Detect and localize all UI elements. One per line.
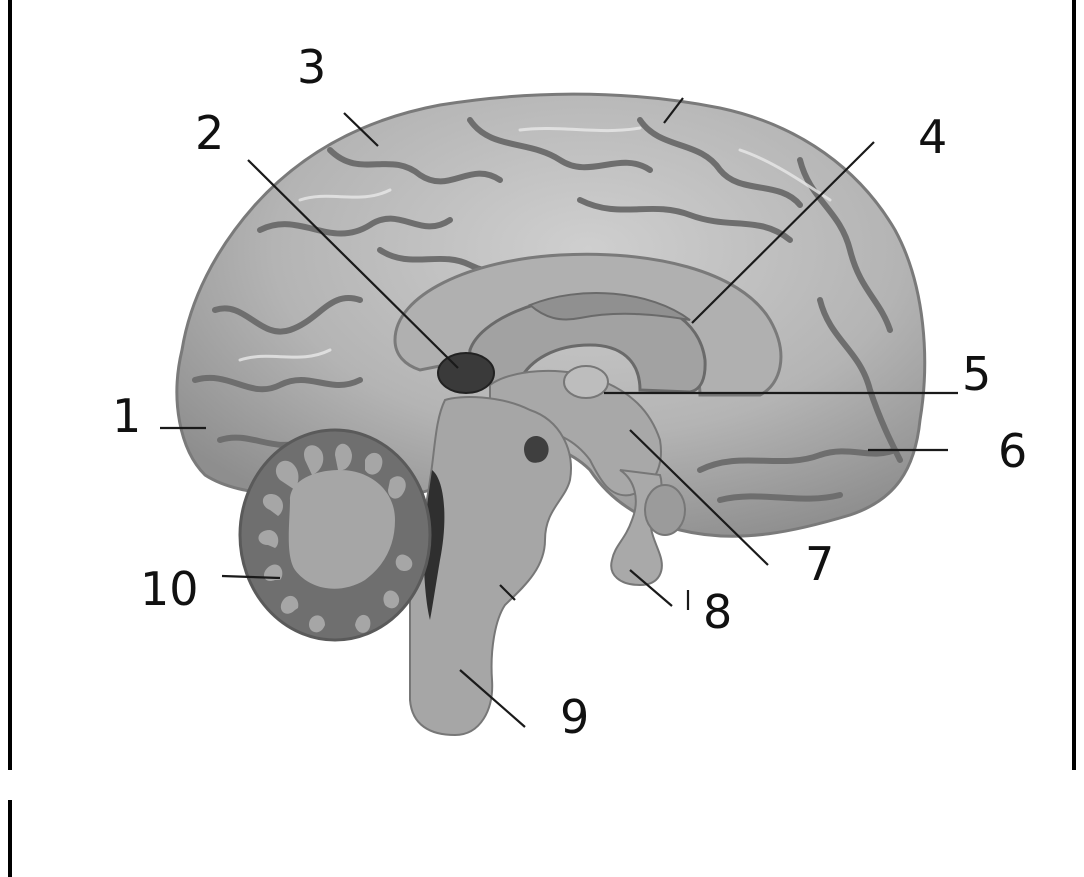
- label-7: 7: [805, 537, 834, 591]
- label-1: 1: [112, 389, 141, 443]
- label-2: 2: [195, 106, 224, 160]
- label-5: 5: [962, 347, 991, 401]
- optic-chiasm: [645, 485, 685, 535]
- mammillary-area: [564, 366, 608, 398]
- cerebral-aqueduct: [524, 436, 549, 463]
- label-4: 4: [918, 110, 947, 164]
- label-9: 9: [560, 690, 589, 744]
- pineal-body: [438, 353, 494, 393]
- label-8: 8: [703, 585, 732, 639]
- label-10: 10: [140, 562, 199, 616]
- label-3: 3: [297, 40, 326, 94]
- label-6: 6: [998, 424, 1027, 478]
